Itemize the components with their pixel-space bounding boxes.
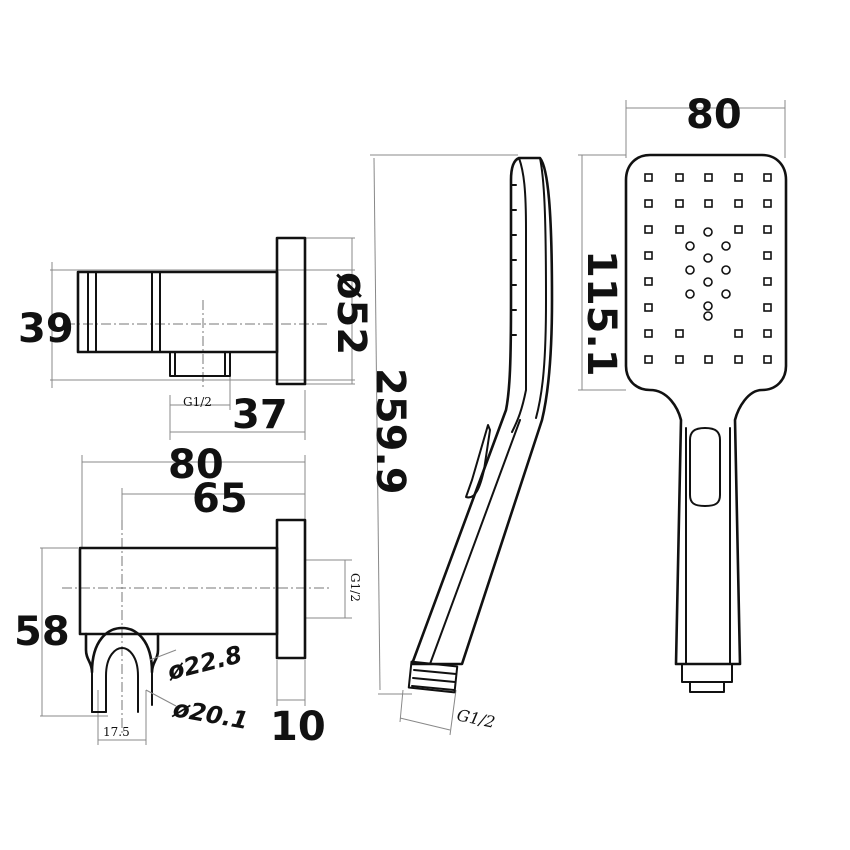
- bracket-length-label: 80: [168, 442, 224, 488]
- outlet-thread-label: G1/2: [183, 395, 212, 409]
- bracket-side-view: [40, 455, 352, 745]
- handset-front-view: [578, 100, 788, 693]
- outlet-height-label: 39: [18, 306, 74, 352]
- hook-inner-diameter-label: ø20.1: [170, 694, 250, 735]
- hook-opening-label: 17.5: [103, 725, 130, 739]
- head-width-label: 80: [686, 92, 742, 138]
- hook-outer-diameter-label: ø22.8: [164, 640, 245, 686]
- head-height-label: 115.1: [578, 250, 624, 377]
- bracket-height-label: 58: [14, 609, 70, 655]
- plate-thickness-label: 10: [270, 704, 326, 750]
- handset-thread-label: G1/2: [455, 705, 497, 732]
- outlet-depth-label: 37: [232, 392, 288, 438]
- bracket-center-length-label: 65: [192, 476, 248, 522]
- wall-outlet-holder-view: [50, 236, 355, 440]
- bracket-thread-label: G1/2: [348, 573, 362, 602]
- handset-side-view: [370, 154, 554, 736]
- handset-length-label: 259.9: [367, 368, 413, 495]
- plate-diameter-label: ø52: [328, 272, 374, 355]
